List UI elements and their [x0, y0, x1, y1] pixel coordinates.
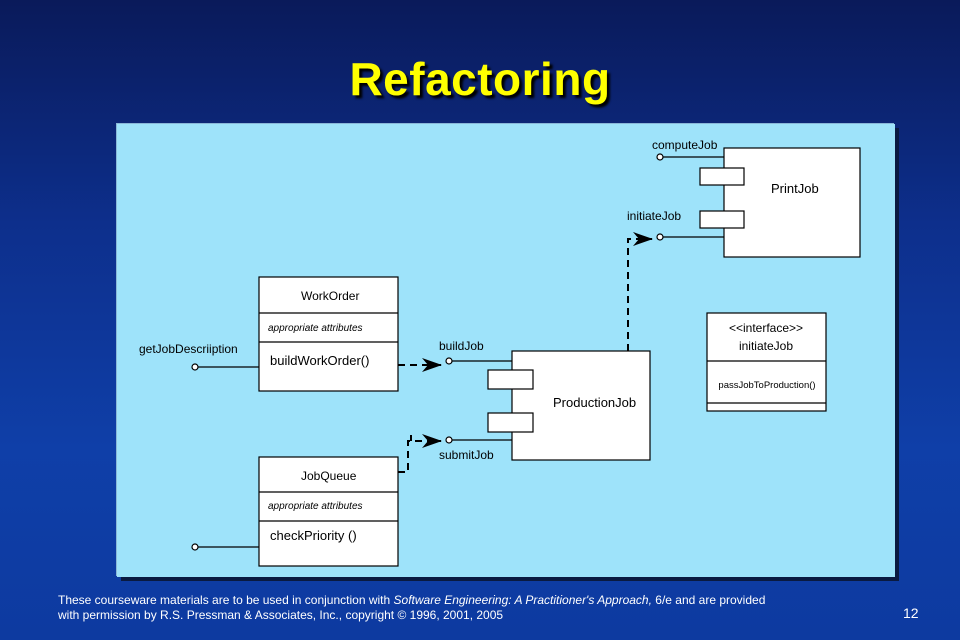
interface-lollipop	[656, 233, 664, 241]
compute-job-interface: computeJob	[652, 138, 724, 161]
job-queue-interface	[191, 543, 259, 551]
work-order-operation: buildWorkOrder()	[270, 353, 369, 368]
interface-operation: passJobToProduction()	[718, 380, 815, 391]
submit-job-interface: submitJob	[439, 436, 512, 462]
component-port	[699, 167, 745, 186]
component-port	[487, 412, 534, 433]
slide-title: Refactoring	[349, 53, 611, 105]
initiate-job-label: initiateJob	[627, 209, 681, 223]
print-job-component: PrintJob	[699, 147, 861, 258]
interface-lollipop	[445, 357, 453, 365]
dependency-arrow-initiate-job	[627, 232, 653, 351]
get-job-description-label: getJobDescriiption	[139, 342, 238, 356]
interface-stereotype: <<interface>>	[729, 321, 803, 335]
interface-name: initiateJob	[739, 339, 793, 353]
interface-box: <<interface>> initiateJob passJobToProdu…	[706, 312, 827, 412]
job-queue-name: JobQueue	[301, 469, 357, 483]
get-job-description-interface: getJobDescriiption	[139, 342, 259, 371]
submit-job-label: submitJob	[439, 448, 494, 462]
interface-lollipop	[191, 543, 199, 551]
footer-text-cont: 6/e and are provided	[651, 593, 766, 607]
page-number: 12	[903, 605, 919, 621]
production-job-component: ProductionJob	[487, 350, 651, 461]
footer-book-title: Software Engineering: A Practitioner's A…	[393, 593, 652, 607]
work-order-class: WorkOrder appropriate attributes buildWo…	[258, 276, 399, 392]
work-order-name: WorkOrder	[301, 289, 359, 303]
component-port	[699, 210, 745, 229]
initiate-job-interface: initiateJob	[627, 209, 724, 241]
interface-lollipop	[656, 153, 664, 161]
interface-lollipop	[445, 436, 453, 444]
diagram-panel: PrintJob computeJob initiateJob <<interf…	[116, 123, 895, 577]
footer-text: These courseware materials are to be use…	[58, 593, 394, 607]
build-job-interface: buildJob	[439, 339, 512, 365]
compute-job-label: computeJob	[652, 138, 718, 152]
job-queue-class: JobQueue appropriate attributes checkPri…	[258, 456, 399, 567]
dependency-arrow-submit-job	[398, 434, 442, 473]
footer-line-2: with permission by R.S. Pressman & Assoc…	[58, 608, 504, 622]
interface-lollipop	[191, 363, 199, 371]
job-queue-attributes: appropriate attributes	[268, 501, 363, 512]
component-port	[487, 369, 534, 390]
footer-copyright: These courseware materials are to be use…	[58, 593, 858, 623]
production-job-label: ProductionJob	[553, 395, 636, 410]
work-order-attributes: appropriate attributes	[268, 323, 363, 334]
print-job-label: PrintJob	[771, 181, 819, 196]
component-diagram: PrintJob computeJob initiateJob <<interf…	[117, 124, 895, 577]
job-queue-operation: checkPriority ()	[270, 528, 357, 543]
build-job-label: buildJob	[439, 339, 484, 353]
